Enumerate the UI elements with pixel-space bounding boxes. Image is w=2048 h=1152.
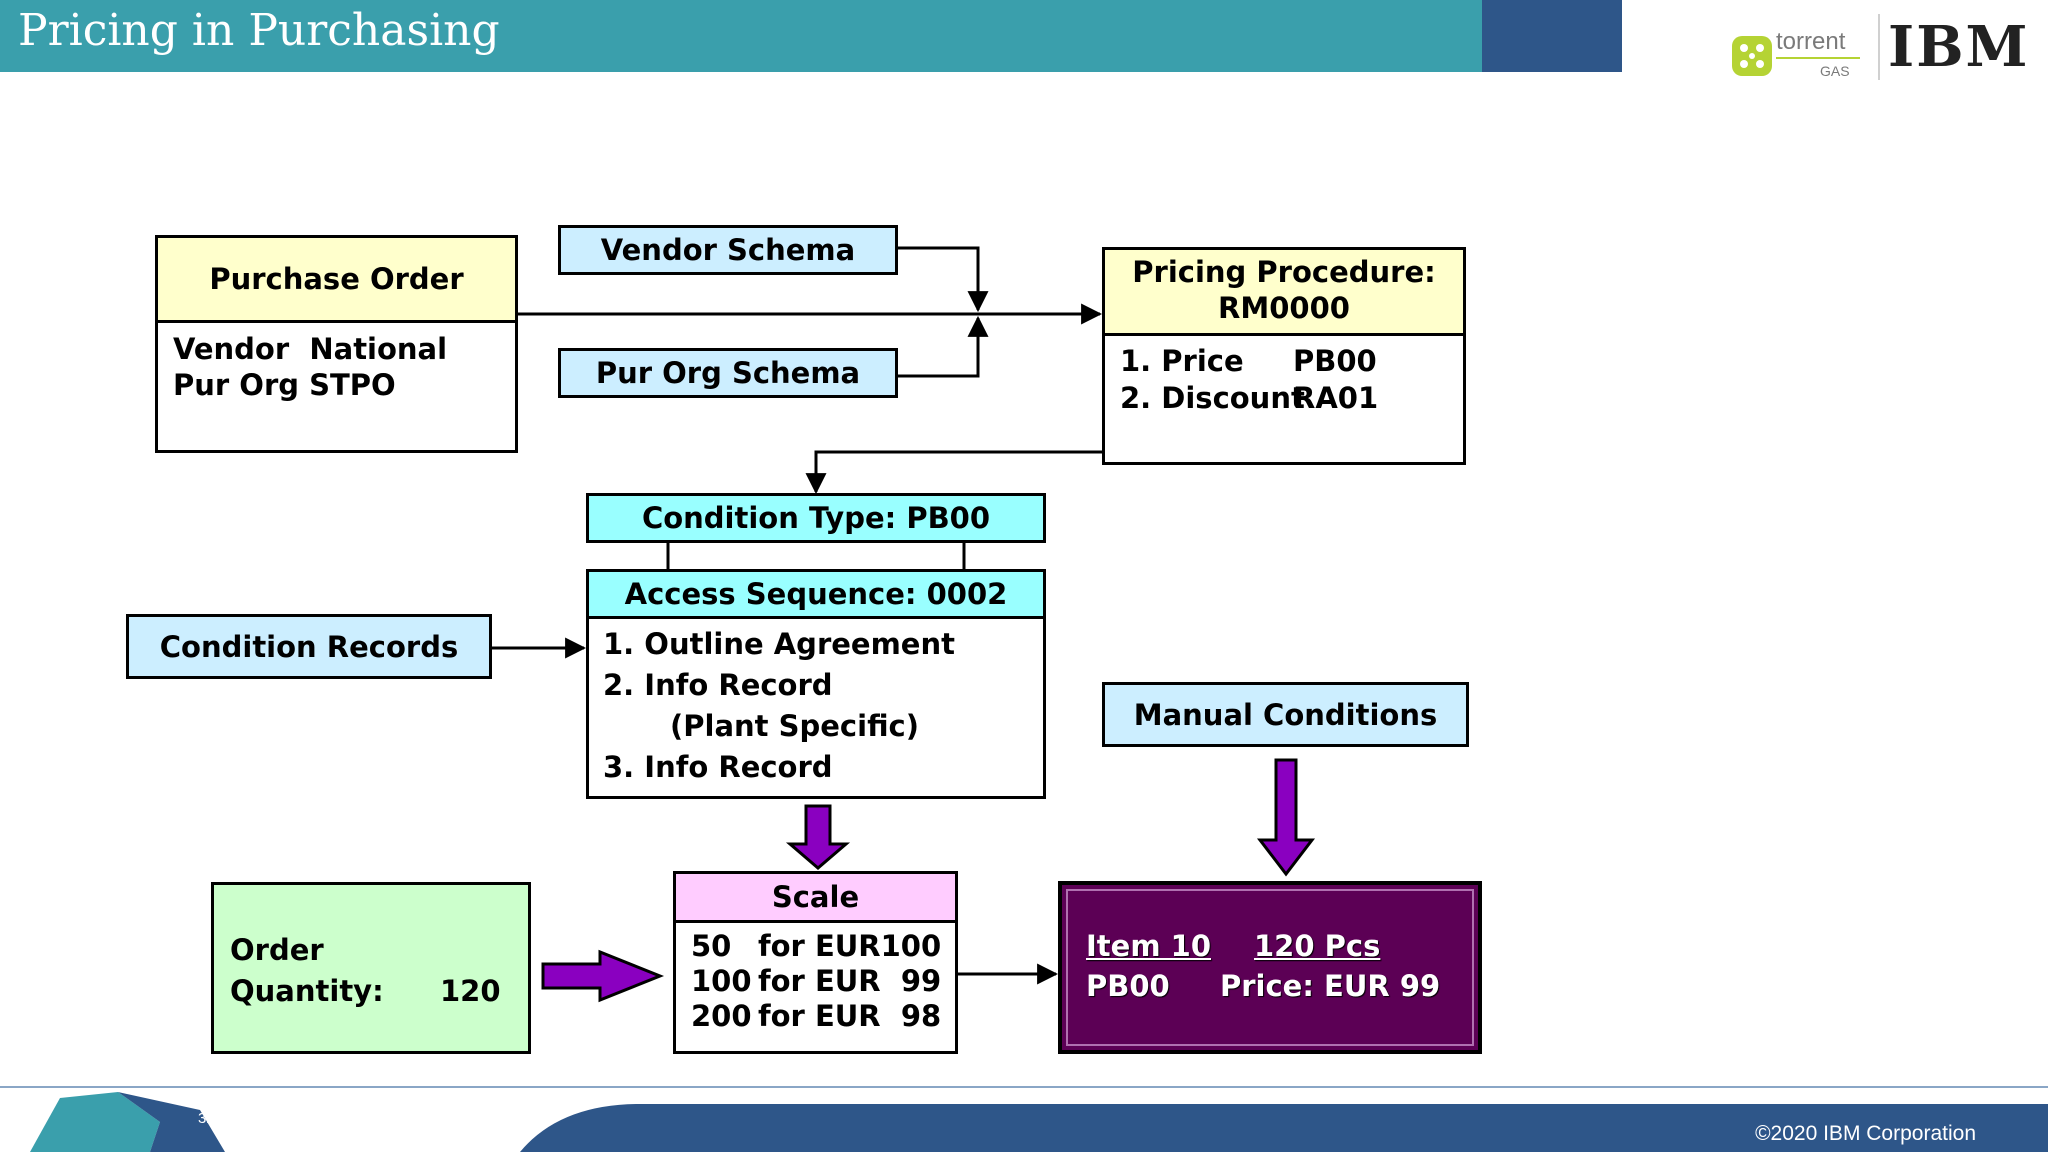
copyright-text: ©2020 IBM Corporation xyxy=(1755,1122,1976,1145)
scale-qty: 100 xyxy=(691,964,752,998)
header-accent-block xyxy=(1482,0,1622,72)
result-box: Item 10 120 Pcs PB00 Price: EUR 99 xyxy=(1058,881,1482,1054)
scale-qty: 50 xyxy=(691,929,732,963)
purchase-order-title: Purchase Order xyxy=(209,262,464,296)
access-sequence-step: 2. Info Record xyxy=(603,668,833,702)
pur-org-schema-label: Pur Org Schema xyxy=(595,356,861,390)
access-sequence-step-note: (Plant Specific) xyxy=(670,709,920,743)
result-item: Item 10 xyxy=(1086,929,1211,963)
purchase-order-header: Purchase Order xyxy=(155,235,518,323)
header-bar xyxy=(0,0,1482,72)
purorg-schema-connector xyxy=(896,315,989,378)
page-number: 32 xyxy=(198,1110,215,1127)
scale-price: for EUR 99 xyxy=(758,964,942,998)
scale-header: Scale xyxy=(673,871,958,923)
access-sequence-step: 1. Outline Agreement xyxy=(603,627,955,661)
pricing-row-code: PB00 xyxy=(1293,344,1377,378)
logo-divider xyxy=(1878,14,1880,80)
access-sequence-header: Access Sequence: 0002 xyxy=(586,569,1046,619)
footer-decoration xyxy=(30,1092,2048,1152)
order-quantity-label: Quantity: xyxy=(230,974,384,1008)
access-sequence-body: 1. Outline Agreement 2. Info Record (Pla… xyxy=(586,616,1046,799)
pricing-row-label: 2. Discount xyxy=(1120,381,1305,415)
vendor-schema-box: Vendor Schema xyxy=(558,225,898,275)
condition-records-box: Condition Records xyxy=(126,614,492,679)
pricing-row-code: RA01 xyxy=(1293,381,1379,415)
access-sequence-title: Access Sequence: 0002 xyxy=(624,577,1008,611)
access-sequence-step: 3. Info Record xyxy=(603,750,833,784)
scale-price: for EUR100 xyxy=(758,929,942,963)
footer-divider xyxy=(0,1086,2048,1088)
pricing-procedure-title: Pricing Procedure: xyxy=(1132,255,1436,289)
purple-down-arrow-manual xyxy=(1256,758,1316,877)
result-box-inner-border xyxy=(1066,889,1474,1046)
order-quantity-box: Order Quantity: 120 xyxy=(211,882,531,1054)
purple-right-arrow-quantity xyxy=(541,949,665,1003)
pricing-procedure-code: RM0000 xyxy=(1218,291,1350,325)
purchase-order-vendor: Vendor National xyxy=(173,332,448,366)
manual-conditions-label: Manual Conditions xyxy=(1133,697,1438,732)
pricing-procedure-header: Pricing Procedure: RM0000 xyxy=(1102,247,1466,337)
pricing-to-condition-type-arrow xyxy=(805,450,1104,495)
result-pcs: 120 Pcs xyxy=(1254,929,1381,963)
vendor-schema-connector xyxy=(896,246,989,313)
pricing-procedure-body: 1. Price PB00 2. Discount RA01 xyxy=(1102,333,1466,465)
condition-records-label: Condition Records xyxy=(159,629,459,664)
torrent-logo-mark-icon xyxy=(1732,36,1860,76)
order-quantity-value: 120 xyxy=(440,974,501,1008)
scale-qty: 200 xyxy=(691,999,752,1033)
condition-type-box: Condition Type: PB00 xyxy=(586,493,1046,543)
scale-title: Scale xyxy=(771,880,860,914)
torrent-logo-text: torrent xyxy=(1776,28,1846,55)
pur-org-schema-box: Pur Org Schema xyxy=(558,348,898,398)
result-price: Price: EUR 99 xyxy=(1220,969,1441,1003)
purchase-order-body: Vendor National Pur Org STPO xyxy=(155,320,518,453)
torrent-logo-subtext: GAS xyxy=(1820,63,1850,79)
order-quantity-label: Order xyxy=(230,933,324,967)
result-condition: PB00 xyxy=(1086,969,1170,1003)
manual-conditions-box: Manual Conditions xyxy=(1102,682,1469,747)
torrent-logo: torrent GAS xyxy=(1730,28,1870,84)
scale-price: for EUR 98 xyxy=(758,999,942,1033)
slide-title: Pricing in Purchasing xyxy=(18,5,500,56)
vendor-schema-label: Vendor Schema xyxy=(600,233,856,267)
purple-down-arrow-access xyxy=(785,804,851,870)
condition-type-label: Condition Type: PB00 xyxy=(641,501,991,535)
ibm-logo: IBM xyxy=(1888,14,2030,80)
scale-body: 50 for EUR100 100 for EUR 99 200 for EUR… xyxy=(673,920,958,1054)
purchase-order-purorg: Pur Org STPO xyxy=(173,368,396,402)
pricing-row-label: 1. Price xyxy=(1120,344,1244,378)
